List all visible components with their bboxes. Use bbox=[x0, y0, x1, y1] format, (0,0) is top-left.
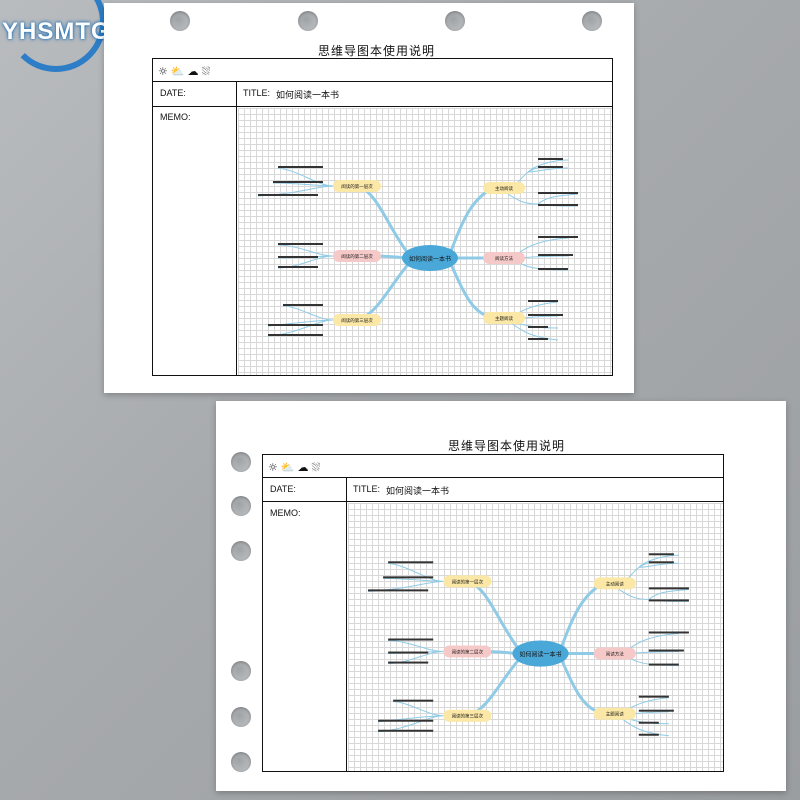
punch-hole-icon bbox=[298, 11, 318, 31]
divider bbox=[346, 477, 347, 772]
logo-text: YHSMTG bbox=[2, 18, 111, 45]
notebook-sheet-bottom: 思维导图本使用说明 ☼⛅☁⛆ DATE: TITLE: 如何阅读一本书 MEMO… bbox=[216, 401, 786, 791]
date-label: DATE: bbox=[160, 88, 186, 98]
book-title: 如何阅读一本书 bbox=[276, 91, 340, 101]
punch-hole-icon bbox=[582, 11, 602, 31]
sheet-heading: 思维导图本使用说明 bbox=[448, 439, 566, 453]
memo-label: MEMO: bbox=[270, 508, 301, 518]
left-node-3: 阅读的第三层次 bbox=[341, 317, 373, 324]
notebook-sheet-top: 思维导图本使用说明 ☼⛅☁⛆ DATE: TITLE: 如何阅读一本书 MEMO… bbox=[104, 3, 634, 393]
divider bbox=[152, 81, 613, 82]
right-node-3: 主题阅读 bbox=[606, 711, 624, 718]
left-node-2: 阅读的第二层次 bbox=[452, 649, 484, 656]
template-frame bbox=[262, 454, 724, 772]
left-node-1: 阅读的第一层次 bbox=[341, 183, 373, 190]
brand-logo: YHSMTG R bbox=[2, 0, 152, 80]
divider bbox=[152, 106, 613, 107]
dot-grid-area: 如何阅读一本书 阅读的第一层次 阅读的第二层次 阅读的第三层次 主动阅读 阅读方… bbox=[238, 108, 612, 375]
divider bbox=[262, 477, 724, 478]
punch-hole-icon bbox=[231, 707, 251, 727]
dot-grid-area: 如何阅读一本书 阅读的第一层次 阅读的第二层次 阅读的第三层次 主动阅读 阅读方… bbox=[348, 503, 723, 771]
memo-label: MEMO: bbox=[160, 112, 191, 122]
mind-map: 如何阅读一本书 阅读的第一层次 阅读的第二层次 阅读的第三层次 主动阅读 阅读方… bbox=[368, 553, 689, 737]
punch-hole-icon bbox=[231, 496, 251, 516]
punch-hole-icon bbox=[170, 11, 190, 31]
mind-map-fine-text bbox=[368, 553, 689, 736]
book-title: 如何阅读一本书 bbox=[386, 487, 450, 497]
mind-map-fine-text bbox=[258, 158, 578, 340]
right-node-1: 主动阅读 bbox=[606, 580, 624, 587]
punch-hole-icon bbox=[231, 452, 251, 472]
divider bbox=[236, 81, 237, 376]
punch-hole-icon bbox=[231, 752, 251, 772]
mind-map: 如何阅读一本书 阅读的第一层次 阅读的第二层次 阅读的第三层次 主动阅读 阅读方… bbox=[257, 158, 579, 341]
divider bbox=[262, 501, 724, 502]
left-node-3: 阅读的第三层次 bbox=[452, 713, 484, 720]
right-node-2: 阅读方法 bbox=[495, 255, 513, 262]
title-label: TITLE: bbox=[353, 484, 381, 494]
logo-swoosh-icon bbox=[6, 0, 106, 72]
right-node-3: 主题阅读 bbox=[495, 315, 513, 322]
center-node-text: 如何阅读一本书 bbox=[409, 255, 451, 263]
weather-icons: ☼⛅☁⛆ bbox=[268, 461, 324, 474]
right-node-1: 主动阅读 bbox=[495, 185, 513, 192]
title-label: TITLE: bbox=[243, 88, 271, 98]
left-node-2: 阅读的第二层次 bbox=[341, 253, 373, 260]
punch-hole-icon bbox=[445, 11, 465, 31]
right-node-2: 阅读方法 bbox=[606, 651, 624, 658]
punch-hole-icon bbox=[231, 541, 251, 561]
template-frame bbox=[152, 58, 613, 376]
punch-hole-icon bbox=[231, 661, 251, 681]
center-node-text: 如何阅读一本书 bbox=[520, 651, 562, 659]
sheet-heading: 思维导图本使用说明 bbox=[318, 44, 436, 58]
left-node-1: 阅读的第一层次 bbox=[452, 578, 484, 585]
weather-icons: ☼⛅☁⛆ bbox=[158, 65, 214, 78]
date-label: DATE: bbox=[270, 484, 296, 494]
